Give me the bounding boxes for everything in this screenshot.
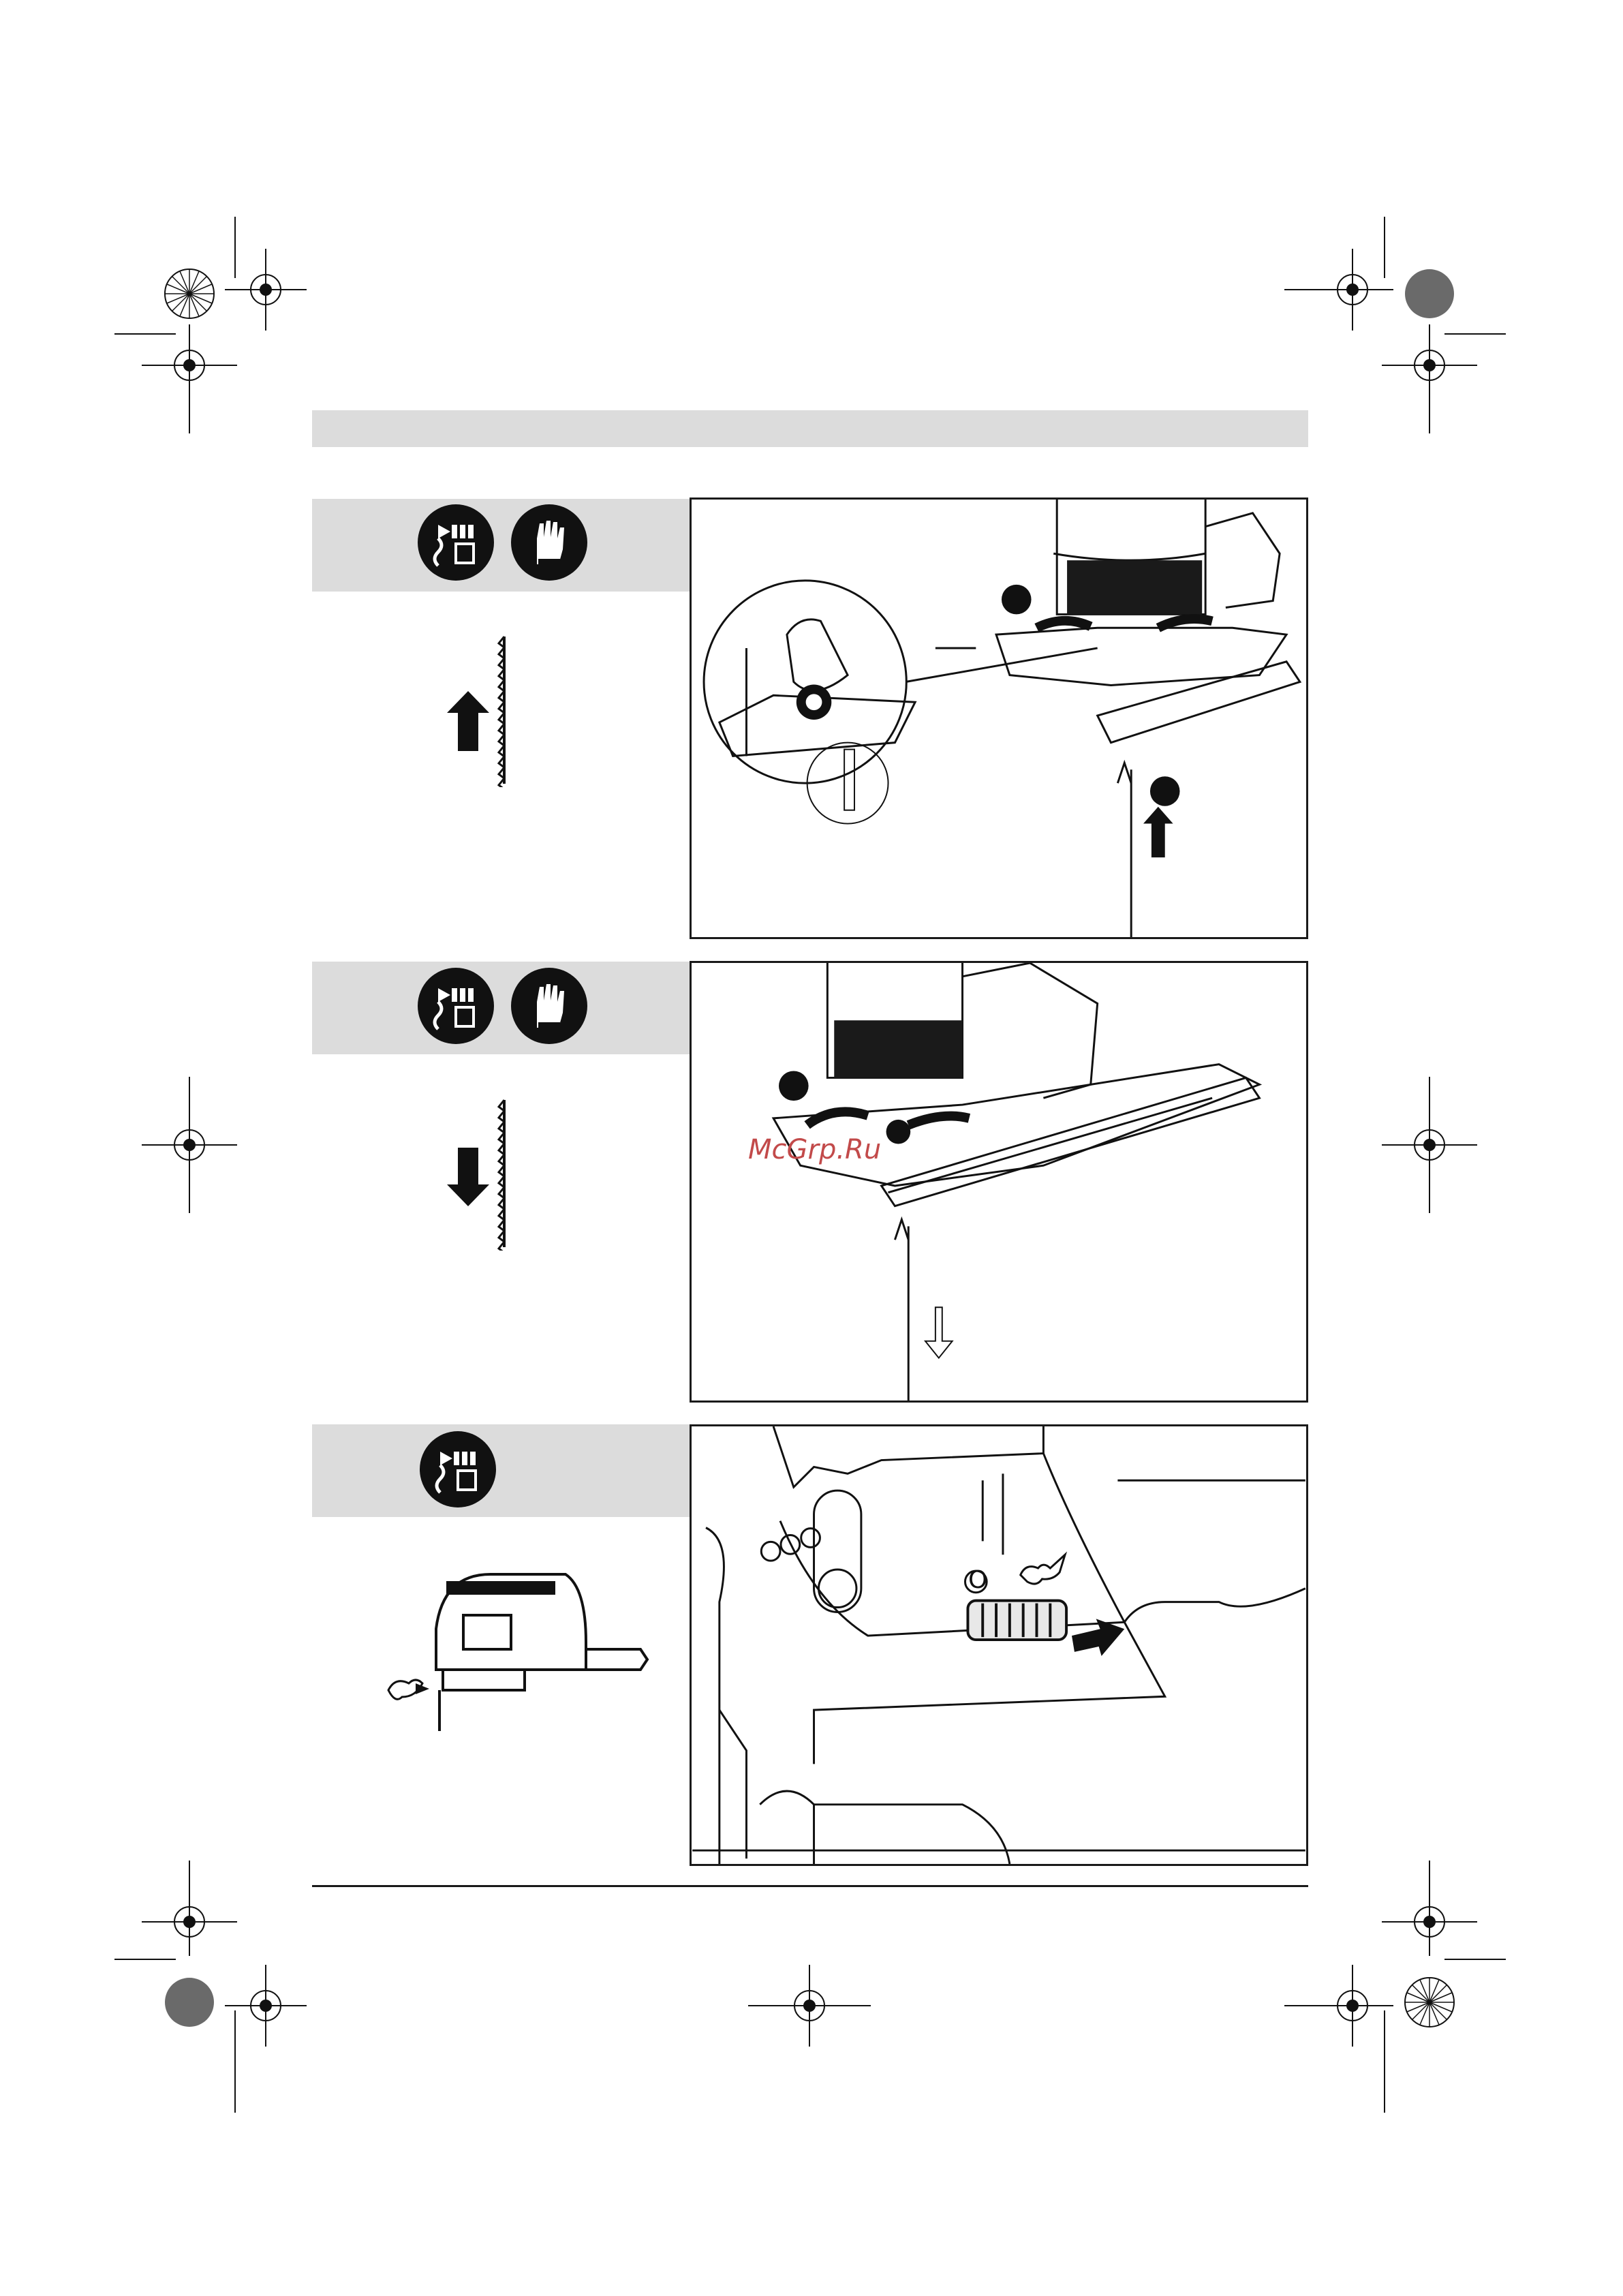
section-3-icon-band — [312, 1424, 690, 1517]
blade-up-icon — [422, 634, 518, 787]
watermark: McGrp.Ru — [748, 1134, 881, 1165]
unplug-icon — [418, 968, 494, 1044]
unplug-icon — [418, 504, 494, 581]
unplug-icon — [420, 1431, 496, 1507]
switch-off-label: O — [968, 1566, 987, 1594]
figure-blade-insert — [690, 498, 1308, 939]
bottom-rule — [312, 1885, 1308, 1887]
blade-down-icon — [422, 1097, 518, 1251]
section-2-icon-band — [312, 962, 690, 1054]
figure-dust-blower-switch — [690, 1424, 1308, 1866]
header-bar — [312, 410, 1308, 447]
jigsaw-dust-blower-icon — [368, 1561, 654, 1738]
figure-blade-remove — [690, 961, 1308, 1403]
gloves-icon — [511, 504, 587, 581]
section-1-icon-band — [312, 499, 690, 592]
gloves-icon — [511, 968, 587, 1044]
